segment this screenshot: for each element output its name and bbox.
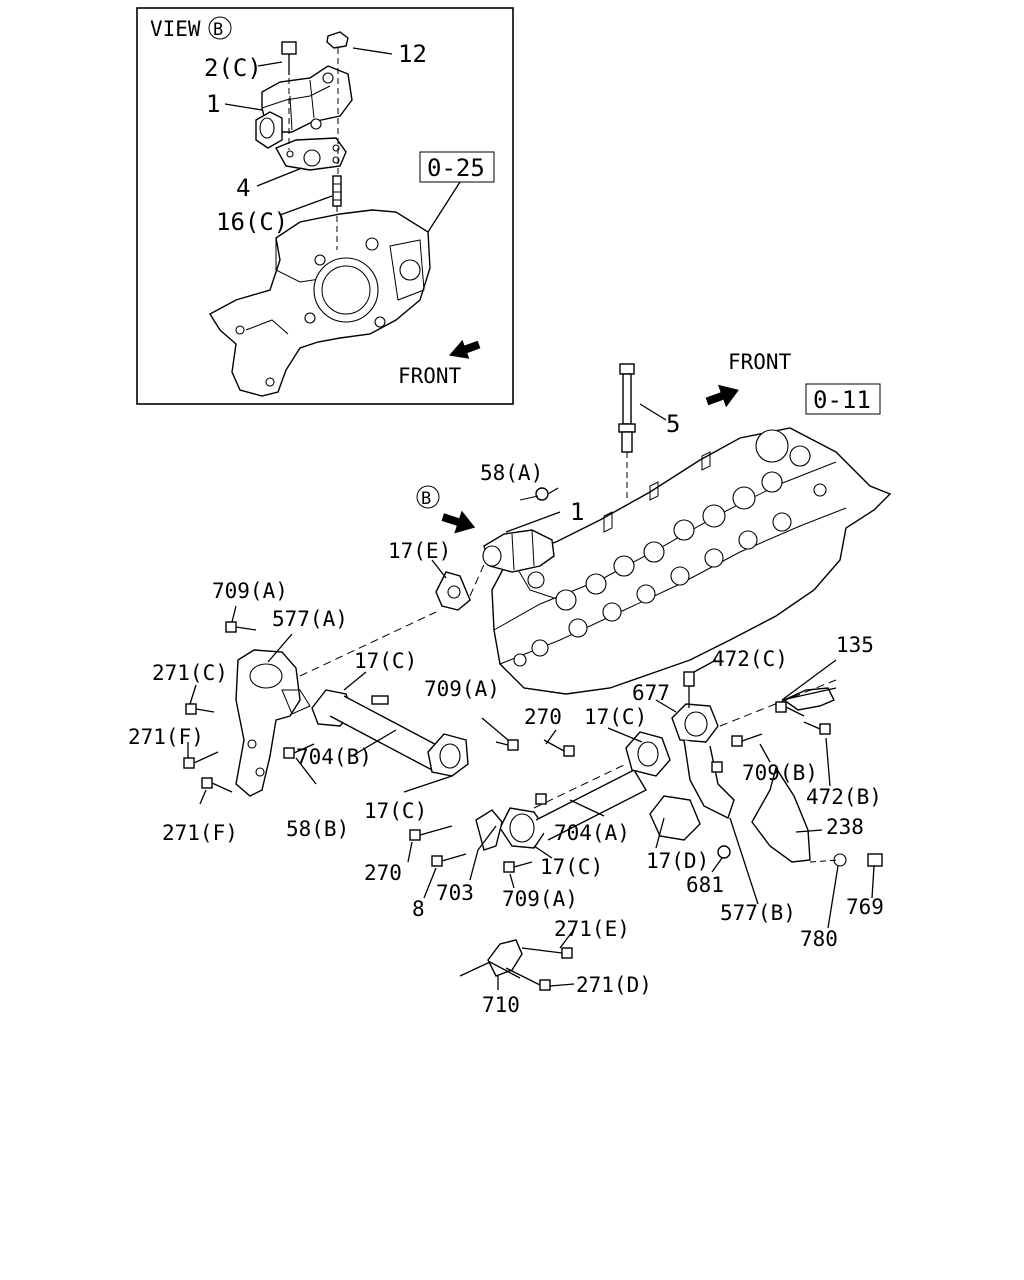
main-front-arrow-icon: [705, 384, 739, 408]
ref-box-0-25: [419, 151, 495, 183]
callout-704a: 704(A): [554, 821, 630, 845]
inset-callout-12: 12: [398, 40, 427, 68]
bolt-769-drawing: [867, 853, 883, 867]
cylinder-head-drawing: [491, 427, 892, 695]
callout-271e: 271(E): [554, 917, 630, 941]
callout-8: 8: [412, 897, 425, 921]
callout-709b: 709(B): [742, 761, 818, 785]
bolts-left-cluster: [183, 621, 315, 793]
callout-17c-left: 17(C): [364, 799, 427, 823]
callout-704b: 704(B): [296, 745, 372, 769]
b-marker-arrow-icon: [441, 510, 476, 534]
main-front-label: FRONT: [728, 350, 792, 374]
inset-callout-2c: 2(C): [204, 54, 262, 82]
callout-271f-upper: 271(F): [128, 725, 204, 749]
pipe-704a-drawing: [499, 731, 671, 849]
view-circle-marker: [208, 16, 232, 40]
bolts-misc: [409, 671, 831, 991]
view-circle-letter: B: [213, 20, 223, 40]
inset-callout-4: 4: [236, 174, 250, 202]
inset-front-label: FRONT: [398, 364, 462, 388]
pipe-704b-drawing: [311, 689, 469, 777]
inset-view-b: VIEW B: [136, 7, 514, 405]
callout-577a: 577(A): [272, 607, 348, 631]
bracket-135-drawing: [782, 687, 835, 711]
egr-valve-inset-drawing: [209, 31, 431, 397]
callout-1: 1: [570, 498, 584, 526]
callout-238: 238: [826, 815, 864, 839]
b-marker-circle: [416, 485, 440, 509]
bracket-238-drawing: [751, 766, 811, 863]
bracket-577a-drawing: [235, 649, 311, 797]
assembly-dashed-lines: [299, 559, 841, 863]
callout-710: 710: [482, 993, 520, 1017]
bracket-703-drawing: [475, 809, 503, 851]
b-marker-letter: B: [421, 489, 431, 509]
callout-709a-top: 709(A): [212, 579, 288, 603]
bracket-710-drawing: [487, 939, 523, 977]
callout-271d: 271(D): [576, 973, 652, 997]
egr-valve-main-drawing: [482, 487, 555, 573]
callout-709a-mid: 709(A): [424, 677, 500, 701]
callout-577b: 577(B): [720, 901, 796, 925]
callout-leader-lines: [187, 403, 875, 990]
callout-780: 780: [800, 927, 838, 951]
view-label: VIEW: [150, 17, 201, 41]
stud-5-drawing: [618, 363, 636, 500]
callout-472c: 472(C): [712, 647, 788, 671]
callout-5: 5: [666, 410, 680, 438]
callout-17c-upper: 17(C): [354, 649, 417, 673]
callout-58a: 58(A): [480, 461, 543, 485]
ref-box-0-11: [805, 383, 881, 415]
callout-709a-lower: 709(A): [502, 887, 578, 911]
callout-681: 681: [686, 873, 724, 897]
callout-17d: 17(D): [646, 849, 709, 873]
callout-58b: 58(B): [286, 817, 349, 841]
inset-callout-1: 1: [206, 90, 220, 118]
main-assembly: FRONT 0-11: [128, 350, 892, 1017]
callout-271f-lower: 271(F): [162, 821, 238, 845]
callout-472b: 472(B): [806, 785, 882, 809]
outlet-577b-drawing: [649, 703, 735, 859]
callout-270-top: 270: [524, 705, 562, 729]
ref-box-0-25-text: 0-25: [427, 154, 485, 182]
callout-17e: 17(E): [388, 539, 451, 563]
callout-703: 703: [436, 881, 474, 905]
callout-17c-lower: 17(C): [540, 855, 603, 879]
callout-271c: 271(C): [152, 661, 228, 685]
callout-135: 135: [836, 633, 874, 657]
callout-270-lower: 270: [364, 861, 402, 885]
inset-callout-16c: 16(C): [216, 208, 288, 236]
callout-677: 677: [632, 681, 670, 705]
ref-box-0-11-text: 0-11: [813, 386, 871, 414]
callout-769: 769: [846, 895, 884, 919]
callout-17c-right: 17(C): [584, 705, 647, 729]
front-arrow-icon: [448, 339, 481, 359]
